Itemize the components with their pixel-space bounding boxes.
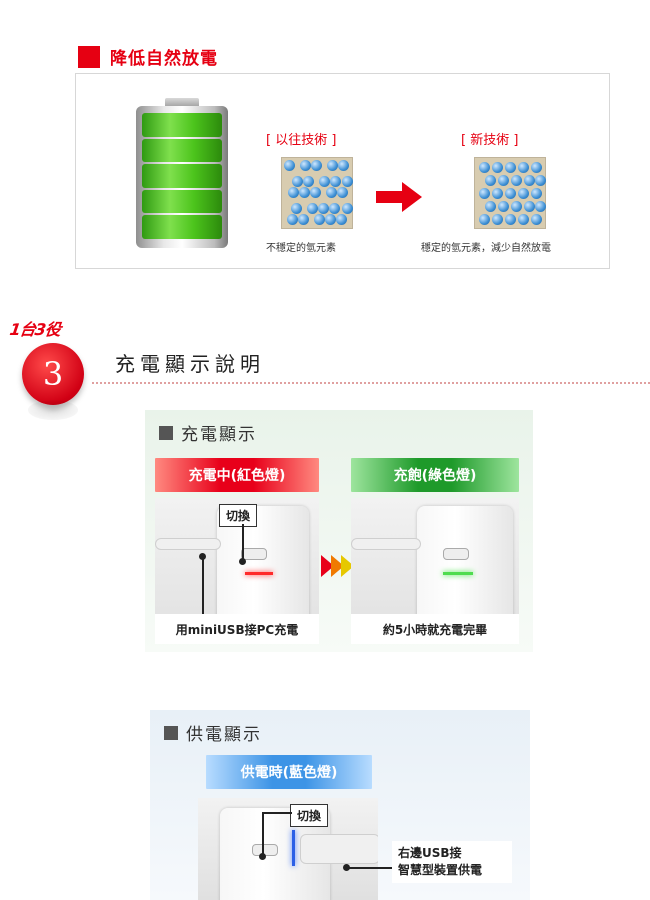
- gray-square-icon: [159, 425, 173, 440]
- atom: [338, 160, 349, 171]
- atom: [288, 187, 299, 198]
- right-arrow-icon: [376, 182, 422, 212]
- atom: [518, 188, 529, 199]
- atom: [524, 175, 535, 186]
- full-caption: 約5小時就充電完畢: [351, 614, 519, 644]
- mode-switch: [241, 548, 267, 560]
- atom: [505, 214, 516, 225]
- power-bank-device: [417, 506, 513, 626]
- atom: [485, 201, 496, 212]
- atom: [505, 162, 516, 173]
- switch-callout: 切換: [290, 804, 329, 827]
- atom: [303, 176, 314, 187]
- supply-status-label: 供電時(藍色燈): [206, 755, 372, 789]
- usb-cable: [155, 538, 221, 550]
- charging-caption: 用miniUSB接PC充電: [155, 614, 319, 644]
- atom: [518, 214, 529, 225]
- gray-square-icon: [164, 725, 178, 740]
- atom: [314, 214, 325, 225]
- atom: [535, 175, 546, 186]
- atom: [492, 188, 503, 199]
- battery-icon: [136, 98, 228, 248]
- atom: [287, 214, 298, 225]
- atom: [342, 176, 353, 187]
- atom: [336, 214, 347, 225]
- old-tech-caption: 不穩定的氫元素: [266, 243, 336, 254]
- atom: [485, 175, 496, 186]
- panel-title: 充電顯示: [181, 425, 257, 445]
- atom: [479, 162, 490, 173]
- unstable-crystal-image: [281, 157, 353, 229]
- section-title: 充電顯示說明: [115, 352, 265, 376]
- supply-display-panel: 供電顯示 供電時(藍色燈) 切換 右邊USB接 智慧型裝置供電: [150, 710, 530, 900]
- atom: [337, 187, 348, 198]
- atom: [531, 188, 542, 199]
- usb-cable: [300, 834, 378, 864]
- atom: [492, 162, 503, 173]
- full-device-photo: 約5小時就充電完畢: [351, 498, 519, 644]
- atom: [310, 187, 321, 198]
- section-number-badge: 3: [22, 343, 84, 405]
- charging-device-photo: 切換 用miniUSB接PC充電: [155, 498, 319, 644]
- atom: [319, 176, 330, 187]
- badge-reflection: [28, 400, 78, 420]
- green-led-indicator: [443, 572, 473, 575]
- usb-cable: [351, 538, 421, 550]
- atom: [518, 162, 529, 173]
- atom: [342, 203, 353, 214]
- slogan-logo: 1台3役: [8, 320, 62, 339]
- panel-title: 供電顯示: [186, 725, 262, 745]
- switch-callout: 切換: [219, 504, 258, 527]
- blue-led-indicator: [292, 830, 295, 866]
- red-square-icon: [78, 45, 100, 68]
- atom: [284, 160, 295, 171]
- atom: [498, 175, 509, 186]
- new-tech-caption: 穩定的氫元素，減少自然放電: [421, 243, 551, 254]
- supply-device-photo: 切換: [198, 798, 378, 900]
- atom: [479, 188, 490, 199]
- atom: [298, 214, 309, 225]
- atom: [531, 162, 542, 173]
- section-title: 降低自然放電: [110, 49, 218, 69]
- charging-status-label: 充電中(紅色燈): [155, 458, 319, 492]
- atom: [524, 201, 535, 212]
- atom: [318, 203, 329, 214]
- old-tech-label: [ 以往技術 ]: [266, 133, 337, 148]
- full-status-label: 充飽(綠色燈): [351, 458, 519, 492]
- stable-crystal-image: [474, 157, 546, 229]
- atom: [325, 214, 336, 225]
- atom: [311, 160, 322, 171]
- atom: [291, 203, 302, 214]
- caption-line: 右邊USB接: [398, 846, 462, 860]
- atom: [300, 160, 311, 171]
- atom: [531, 214, 542, 225]
- mode-switch: [443, 548, 469, 560]
- supply-side-caption: 右邊USB接 智慧型裝置供電: [392, 841, 512, 883]
- panel-header: 充電顯示: [159, 420, 257, 445]
- atom: [299, 187, 310, 198]
- dotted-divider: [92, 382, 650, 384]
- atom: [535, 201, 546, 212]
- atom: [511, 175, 522, 186]
- atom: [329, 203, 340, 214]
- atom: [492, 214, 503, 225]
- atom: [479, 214, 490, 225]
- red-led-indicator: [245, 572, 273, 575]
- new-tech-label: [ 新技術 ]: [461, 133, 519, 148]
- atom: [326, 187, 337, 198]
- caption-line: 智慧型裝置供電: [398, 863, 483, 877]
- atom: [498, 201, 509, 212]
- atom: [505, 188, 516, 199]
- atom: [511, 201, 522, 212]
- atom: [327, 160, 338, 171]
- atom: [307, 203, 318, 214]
- section-header: 降低自然放電: [78, 44, 218, 69]
- comparison-box: [ 以往技術 ] [ 新技術 ] 不穩定的氫元素 穩定的氫元素，減少自然放電: [75, 73, 610, 269]
- atom: [330, 176, 341, 187]
- charging-display-panel: 充電顯示 充電中(紅色燈) 充飽(綠色燈) 切換 用miniUSB接PC充電 約…: [145, 410, 533, 652]
- panel-header: 供電顯示: [164, 720, 262, 745]
- atom: [292, 176, 303, 187]
